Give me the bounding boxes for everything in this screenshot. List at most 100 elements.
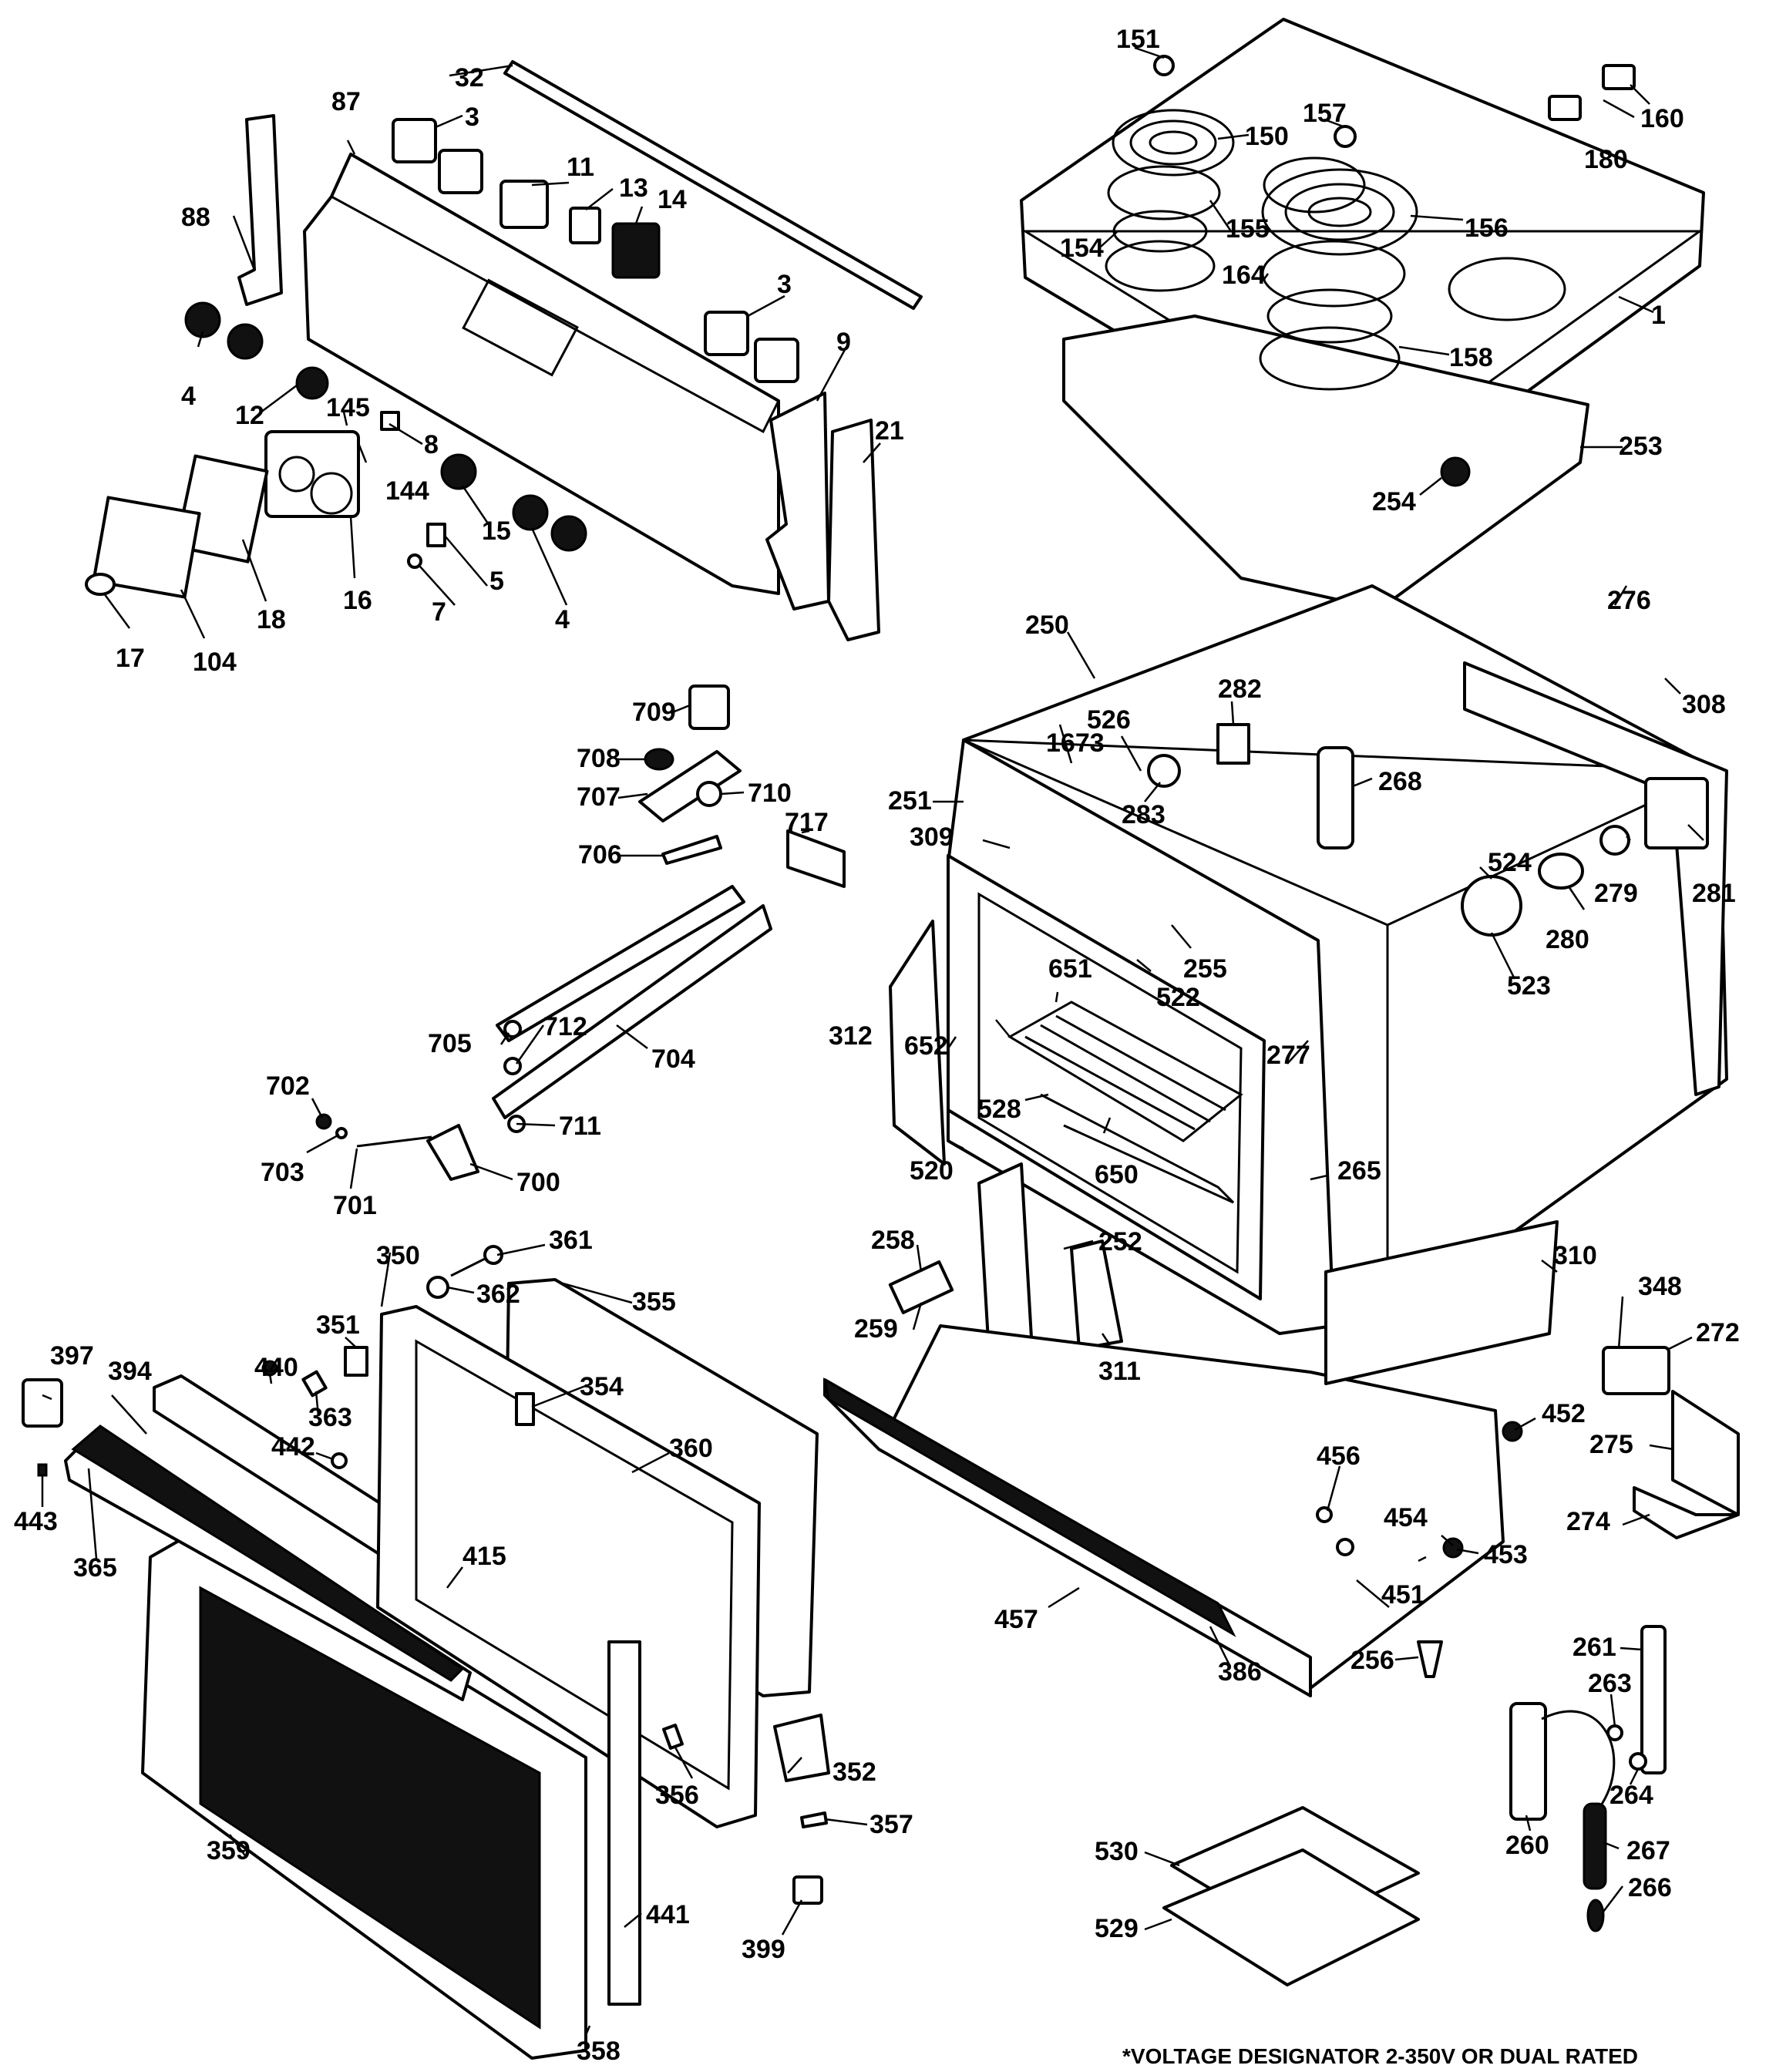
part-label: 312	[829, 1021, 873, 1051]
terminal-cover	[1671, 1390, 1740, 1516]
part-label: 281	[1692, 879, 1736, 908]
door-liner	[376, 1305, 761, 1828]
part-label: 1	[1651, 301, 1666, 330]
part-label: 160	[1640, 104, 1684, 133]
terminal-block-icon	[1602, 1346, 1670, 1395]
part-label: 252	[1098, 1227, 1142, 1256]
lock-link	[661, 835, 722, 865]
part-label: 399	[742, 1935, 785, 1964]
screw-icon	[301, 1370, 328, 1398]
part-label: 359	[207, 1836, 251, 1865]
part-label: 3	[465, 103, 479, 132]
part-number-labels: 32 87 3 88 11 13 14 3 4 9 12 145 21 8 14…	[14, 25, 1740, 2066]
part-label: 397	[50, 1341, 94, 1371]
part-label: 355	[632, 1287, 676, 1317]
door-gasket-clip	[515, 1392, 535, 1426]
part-label: 15	[482, 516, 511, 546]
switch-icon	[569, 207, 601, 244]
part-label: 275	[1589, 1430, 1633, 1459]
part-label: 443	[14, 1507, 58, 1536]
door-handle-trim	[71, 1424, 465, 1682]
part-label: 441	[646, 1900, 690, 1929]
indicator-light-icon	[407, 553, 422, 569]
grommet-icon	[696, 781, 722, 807]
screw-icon	[450, 1255, 490, 1277]
sensor-icon	[1216, 723, 1250, 765]
surface-burner-icon	[1112, 109, 1235, 177]
door-window-glass	[199, 1586, 541, 2030]
part-label: 256	[1350, 1646, 1394, 1675]
slide-rail	[496, 885, 745, 1042]
part-label: 265	[1337, 1156, 1381, 1186]
part-label: 453	[1484, 1540, 1528, 1569]
bumper-icon	[792, 1875, 823, 1905]
part-label: 87	[331, 87, 361, 116]
trim-ring	[1107, 165, 1221, 220]
hinge-clip	[344, 1346, 368, 1377]
relay-icon	[611, 222, 661, 279]
switch-icon	[392, 118, 437, 163]
side-bracket	[237, 114, 283, 306]
part-label: 520	[910, 1156, 954, 1186]
drip-pan-tray	[1062, 314, 1589, 610]
part-label: 272	[1696, 1318, 1740, 1347]
hinge	[1640, 1625, 1667, 1774]
part-label: 268	[1378, 767, 1422, 796]
part-label: 704	[651, 1044, 695, 1074]
screw-icon	[1629, 1752, 1647, 1771]
part-label: 261	[1572, 1633, 1616, 1662]
part-label: 3	[777, 270, 792, 299]
lock-motor	[426, 1124, 479, 1181]
part-label: 164	[1222, 261, 1266, 290]
storage-drawer-group	[822, 1220, 1559, 1697]
part-label: 7	[432, 597, 446, 627]
part-label: 13	[619, 173, 648, 203]
trim-strip	[503, 60, 923, 310]
part-label: 711	[559, 1112, 601, 1141]
part-label: 259	[854, 1314, 898, 1344]
switch-icon	[704, 311, 749, 356]
part-label: 308	[1682, 690, 1726, 719]
part-label: 276	[1607, 586, 1651, 615]
part-label: 701	[333, 1191, 377, 1220]
part-label: 528	[977, 1095, 1021, 1124]
rear-panel	[1324, 1220, 1559, 1385]
part-label: 21	[875, 416, 904, 446]
knob-icon	[550, 515, 587, 552]
latch-plate	[786, 829, 846, 888]
screw-icon	[1502, 1421, 1523, 1442]
part-label: 16	[343, 586, 372, 615]
knob-icon	[440, 453, 477, 490]
vent-tube	[1317, 746, 1354, 849]
part-label: 361	[549, 1226, 593, 1255]
oven-rack	[1007, 1001, 1243, 1142]
part-label: 442	[271, 1432, 315, 1462]
part-label: 351	[316, 1310, 360, 1340]
part-label: 651	[1048, 954, 1092, 984]
spring-icon	[1586, 1899, 1605, 1932]
terminal-block-icon	[1602, 64, 1636, 90]
part-label: 363	[308, 1403, 352, 1432]
cam-icon	[644, 748, 674, 771]
part-label: 706	[578, 840, 622, 870]
part-label: 386	[1218, 1657, 1262, 1687]
part-label: 350	[376, 1241, 420, 1270]
part-label: 154	[1060, 234, 1104, 263]
oven-door-group	[22, 1245, 830, 2060]
door-side-trim	[607, 1640, 641, 2006]
part-label: 12	[235, 401, 264, 430]
part-label: 524	[1488, 848, 1532, 877]
part-label: 258	[871, 1226, 915, 1255]
voltage-footnote: *VOLTAGE DESIGNATOR 2-350V OR DUAL RATED	[1122, 2044, 1638, 2068]
cooktop-group	[1020, 18, 1705, 610]
part-label: 279	[1594, 879, 1638, 908]
screw-icon	[800, 1811, 828, 1828]
part-label: 717	[785, 808, 829, 837]
part-label: 250	[1025, 610, 1069, 640]
part-label: 88	[181, 203, 210, 232]
part-label: 263	[1588, 1669, 1632, 1698]
switch-icon	[500, 180, 549, 229]
part-label: 707	[577, 782, 621, 812]
hinge	[1509, 1702, 1547, 1821]
door-lock-catch	[22, 1378, 63, 1428]
